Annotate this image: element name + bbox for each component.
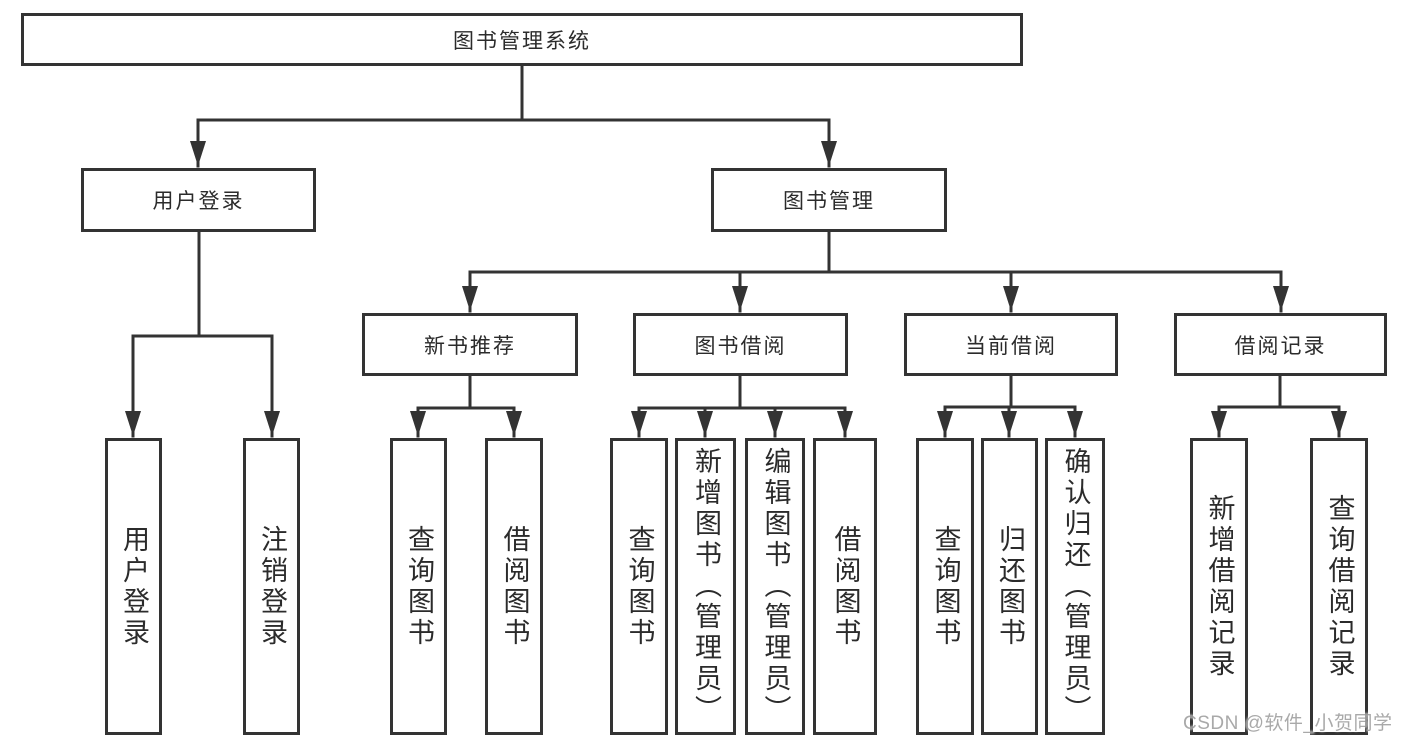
leaf-query-book-2: 查询图书	[610, 438, 668, 735]
connector-user-login-to-leaves	[125, 230, 280, 438]
leaf-query-book-3-label: 查询图书	[930, 524, 961, 649]
leaf-confirm-return-admin-label: 确认归还（管理员）	[1060, 447, 1091, 726]
node-current-borrow: 当前借阅	[904, 313, 1118, 376]
leaf-query-book-1-label: 查询图书	[404, 524, 434, 649]
connector-current-borrow-to-leaves	[937, 374, 1083, 438]
connector-new-book-to-leaves	[410, 374, 522, 438]
leaf-borrow-book-1: 借阅图书	[485, 438, 543, 735]
node-user-login-label: 用户登录	[152, 190, 245, 213]
leaf-logout-label: 注销登录	[257, 524, 287, 649]
leaf-user-login-label: 用户登录	[119, 524, 149, 649]
node-user-login: 用户登录	[81, 168, 316, 232]
node-book-management-label: 图书管理	[783, 190, 875, 213]
node-book-borrow-label: 图书借阅	[694, 334, 787, 358]
leaf-borrow-book-2-label: 借阅图书	[830, 524, 861, 649]
node-new-book-recommend-label: 新书推荐	[424, 334, 516, 358]
leaf-logout: 注销登录	[243, 438, 300, 735]
leaf-return-book: 归还图书	[981, 438, 1038, 735]
leaf-add-book-admin-label: 新增图书（管理员）	[691, 447, 721, 726]
node-borrow-record-label: 借阅记录	[1234, 334, 1327, 358]
node-book-borrow: 图书借阅	[633, 313, 848, 376]
leaf-edit-book-admin: 编辑图书（管理员）	[745, 438, 805, 735]
leaf-query-borrow-record-label: 查询借阅记录	[1324, 493, 1355, 680]
leaf-query-book-3: 查询图书	[916, 438, 974, 735]
leaf-add-book-admin: 新增图书（管理员）	[675, 438, 736, 735]
leaf-add-borrow-record-label: 新增借阅记录	[1204, 493, 1235, 680]
node-borrow-record: 借阅记录	[1174, 313, 1387, 376]
leaf-query-book-1: 查询图书	[390, 438, 447, 735]
node-new-book-recommend: 新书推荐	[362, 313, 578, 376]
node-current-borrow-label: 当前借阅	[965, 334, 1057, 358]
leaf-borrow-book-2: 借阅图书	[813, 438, 877, 735]
leaf-edit-book-admin-label: 编辑图书（管理员）	[760, 447, 791, 726]
leaf-query-book-2-label: 查询图书	[624, 524, 655, 649]
csdn-watermark: CSDN @软件_小贺同学	[1183, 713, 1393, 734]
connector-borrow-record-to-leaves	[1211, 374, 1347, 438]
connector-book-mgmt-to-level3	[462, 230, 1289, 313]
connector-book-borrow-to-leaves	[631, 374, 853, 438]
leaf-query-borrow-record: 查询借阅记录	[1310, 438, 1368, 735]
leaf-add-borrow-record: 新增借阅记录	[1190, 438, 1248, 735]
connector-root-to-level2	[190, 64, 837, 168]
node-book-management: 图书管理	[711, 168, 947, 232]
node-root-system-label: 图书管理系统	[453, 29, 591, 53]
leaf-confirm-return-admin: 确认归还（管理员）	[1045, 438, 1105, 735]
leaf-borrow-book-1-label: 借阅图书	[499, 524, 530, 649]
leaf-return-book-label: 归还图书	[995, 524, 1025, 649]
node-root-system: 图书管理系统	[21, 13, 1023, 66]
leaf-user-login: 用户登录	[105, 438, 162, 735]
